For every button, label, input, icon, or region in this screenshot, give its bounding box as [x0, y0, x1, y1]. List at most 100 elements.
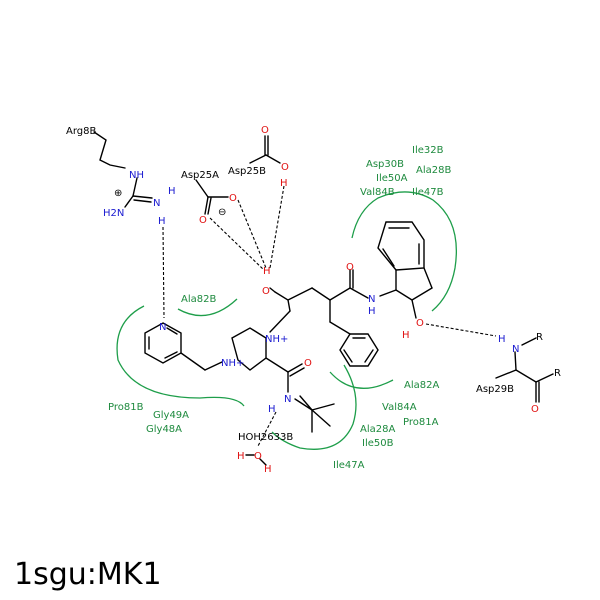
residue-labels: Arg8B Asp25B Asp25A Ile32B Asp30B Ala28B… [66, 126, 561, 471]
main-chain [274, 291, 291, 312]
amide-co [287, 363, 303, 373]
asp25a-cg-o2-double [207, 197, 212, 215]
piperazine-amide-o: O [304, 358, 312, 369]
diagram-title: 1sgu:MK1 [14, 557, 162, 592]
main-chain-4 [329, 287, 351, 301]
residue-ile47b: Ile47B [412, 187, 444, 198]
residue-val84b: Val84B [360, 187, 395, 198]
main-chain-2 [287, 287, 313, 301]
residue-pro81a: Pro81A [403, 417, 439, 428]
residue-ile50a: Ile50A [376, 173, 408, 184]
pyridine-ch2-n [204, 361, 223, 371]
piperazine-n1: NH+ [265, 334, 288, 345]
main-amide-n: N [368, 294, 375, 305]
asp29b-n [514, 351, 517, 371]
tbu-4 [299, 395, 313, 411]
residue-ala82a: Ala82A [404, 380, 439, 391]
residue-gly49a: Gly49A [153, 410, 189, 421]
main-h: H [263, 266, 271, 277]
residue-hoh2633b: HOH2633B [238, 432, 293, 443]
arg8b-nh1-h1: H [168, 186, 176, 197]
arg8b-cz-n-double [133, 199, 152, 203]
indane-c3-c3a [423, 267, 433, 289]
asp29b-ca-cb [495, 369, 517, 379]
indane-c1-c2 [395, 289, 413, 301]
piperazine-n4: NH+ [221, 358, 244, 369]
main-oh [269, 287, 276, 293]
main-amide-h: H [368, 306, 376, 317]
indane-oh [411, 299, 417, 319]
arg8b-chain [93, 131, 126, 169]
hbond-asp25b-oh [269, 185, 285, 269]
asp29b-h: H [498, 334, 506, 345]
main-o: O [262, 286, 270, 297]
hbond-asp25a-o2-oh [209, 217, 265, 271]
asp25b-h: H [280, 178, 288, 189]
residue-ala28a: Ala28A [360, 424, 395, 435]
asp29b-n: N [512, 344, 519, 355]
tbu-amide-n: N [284, 394, 291, 405]
arg8b-nh1: N [153, 198, 160, 209]
benzyl-ch2-ring [329, 321, 351, 335]
tbu-3 [311, 409, 331, 427]
hydrophobic-arcs [116, 191, 457, 450]
asp25a-o2: O [199, 215, 207, 226]
arg8b-nh1-h2: H [158, 216, 166, 227]
pyridine-ch2 [180, 352, 206, 371]
arg8b-cz-nh [132, 177, 138, 197]
main-cn [349, 287, 369, 299]
residue-ala82b: Ala82B [181, 294, 216, 305]
residue-asp25b: Asp25B [228, 166, 266, 177]
indanol-o: O [416, 318, 424, 329]
atom-labels: NH H2N ⊕ N H H O O H O ⊖ O N NH+ NH+ H O… [103, 125, 539, 475]
asp25a-cg-o2 [204, 196, 209, 215]
hydrophobic-arc-lower-pocket [271, 364, 357, 450]
indane-c2-c3 [411, 287, 433, 301]
residue-pro81b: Pro81B [108, 402, 144, 413]
hbond-asp25a-o1-oh [237, 199, 267, 269]
hydrophobic-arc-ala82b [177, 298, 238, 317]
residue-gly48a: Gly48A [146, 424, 182, 435]
arg8b-nh2: H2N [103, 208, 124, 219]
residue-ile32b: Ile32B [412, 145, 444, 156]
benzyl-inner-3 [343, 349, 353, 363]
hydrogen-bonds [162, 185, 497, 447]
residue-ala28b: Ala28B [416, 165, 451, 176]
tbu-n [294, 398, 313, 411]
amide-co-double [289, 367, 305, 377]
benzyl-ring [339, 333, 379, 367]
residue-asp30b: Asp30B [366, 159, 404, 170]
tbu-2 [311, 403, 335, 411]
bonds [93, 131, 554, 466]
residue-asp25a: Asp25A [181, 170, 219, 181]
hydrophobic-arc-ala82a [329, 371, 394, 389]
water-h1: H [237, 451, 245, 462]
arg8b-cz-n [132, 195, 153, 199]
asp25b-o1: O [261, 125, 269, 136]
asp29b-ca-c [515, 369, 537, 383]
hydrophobic-arc-top-pocket [351, 191, 457, 312]
arg8b-cz-nh2 [124, 195, 134, 208]
asp29b-n-r [521, 337, 537, 346]
residue-arg8b: Arg8B [66, 126, 96, 137]
indanol-h: H [402, 330, 410, 341]
residue-ile47a: Ile47A [333, 460, 365, 471]
asp25a-cb [195, 179, 209, 198]
pyridine-inner-2 [164, 351, 178, 359]
pyridine-n: N [159, 322, 166, 333]
asp25b-o2: O [281, 162, 289, 173]
asp25b-cg-o2 [265, 154, 281, 164]
pyridine-ring [144, 322, 182, 364]
water-o: O [254, 451, 262, 462]
main-n-indan [379, 289, 397, 297]
hbond-arg8b-pyridine [162, 226, 165, 319]
residue-ile50b: Ile50B [362, 438, 394, 449]
asp29b-r-group-2: R [554, 368, 561, 379]
main-chain-3 [311, 287, 331, 301]
hbond-water-amide [257, 411, 277, 447]
main-carbonyl-o: O [346, 262, 354, 273]
asp29b-r-group-1: R [536, 332, 543, 343]
pyridine-inner-1 [166, 327, 178, 335]
asp29b-c-r [535, 373, 554, 383]
